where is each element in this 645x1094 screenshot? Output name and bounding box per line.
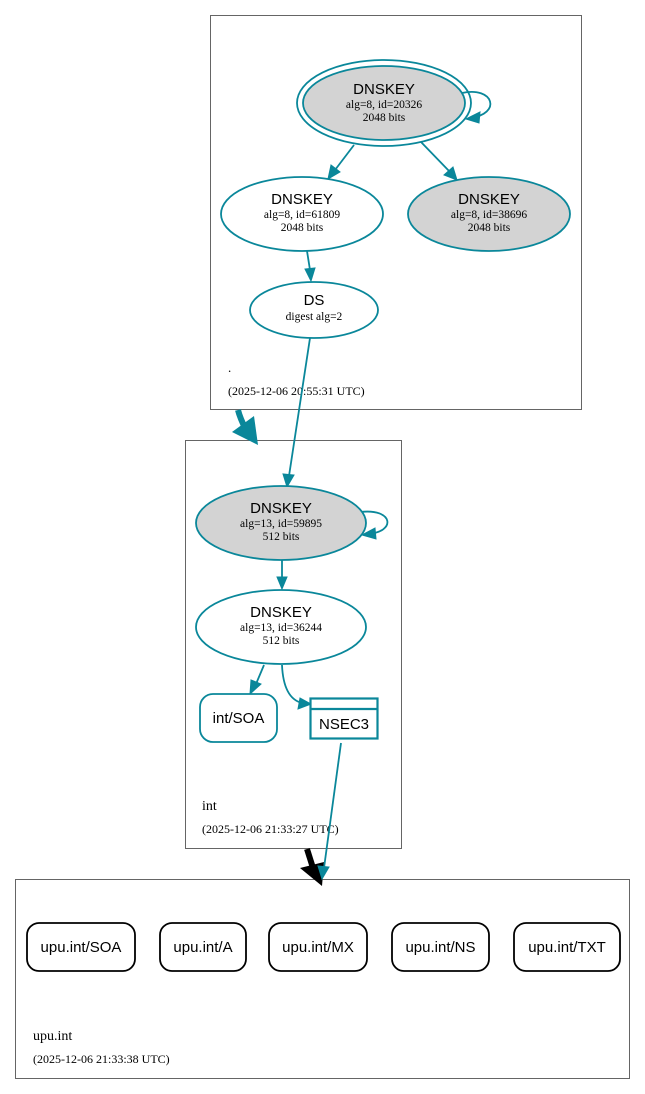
edge-root-ksk-zsk1	[334, 144, 355, 171]
zone-root-timestamp: (2025-12-06 20:55:31 UTC)	[228, 384, 365, 398]
node-root-ksk-line1: alg=8, id=20326	[346, 99, 422, 111]
node-root-zsk2-title: DNSKEY	[458, 191, 520, 208]
node-upu-a-label: upu.int/A	[173, 939, 232, 956]
zone-upu-timestamp: (2025-12-06 21:33:38 UTC)	[33, 1052, 170, 1066]
node-root-zsk2-line2: 2048 bits	[468, 222, 511, 234]
edge-root-ksk-zsk2	[420, 141, 451, 173]
node-root-zsk2-line1: alg=8, id=38696	[451, 209, 527, 221]
arrowhead-int-zsk-nsec3	[297, 697, 313, 710]
node-root-zsk1-line1: alg=8, id=61809	[264, 209, 340, 221]
node-upu-soa[interactable]: upu.int/SOA	[26, 922, 136, 972]
node-upu-soa-label: upu.int/SOA	[41, 939, 122, 956]
arrowhead-int-ksk-self	[360, 527, 377, 540]
zone-int-timestamp: (2025-12-06 21:33:27 UTC)	[202, 822, 339, 836]
node-root-zsk1-title: DNSKEY	[271, 191, 333, 208]
node-int-ksk-title: DNSKEY	[250, 500, 312, 517]
node-int-soa-label: int/SOA	[213, 710, 265, 727]
delegation-arrow-int-to-upu	[300, 848, 324, 886]
node-upu-txt-label: upu.int/TXT	[528, 939, 606, 956]
node-int-ksk[interactable]: DNSKEY alg=13, id=59895 512 bits	[195, 485, 367, 561]
node-int-nsec3-label: NSEC3	[319, 716, 369, 733]
node-upu-ns[interactable]: upu.int/NS	[391, 922, 490, 972]
node-upu-mx[interactable]: upu.int/MX	[268, 922, 368, 972]
arrowhead-root-zsk1-ds	[304, 267, 316, 283]
node-int-ksk-line2: 512 bits	[263, 531, 300, 543]
node-int-zsk-title: DNSKEY	[250, 604, 312, 621]
node-root-ksk-line2: 2048 bits	[363, 112, 406, 124]
delegation-arrow-root-to-int	[232, 409, 258, 445]
zone-root-name: .	[228, 360, 231, 375]
arrowhead-int-ksk-zsk	[276, 576, 288, 591]
node-upu-txt[interactable]: upu.int/TXT	[513, 922, 621, 972]
node-root-ksk-title: DNSKEY	[353, 81, 415, 98]
arrowhead-ds-int-ksk	[282, 473, 295, 489]
node-root-ds-title: DS	[304, 292, 325, 309]
node-int-nsec3[interactable]: NSEC3	[309, 697, 379, 740]
node-upu-ns-label: upu.int/NS	[405, 939, 475, 956]
edge-int-zsk-soa	[255, 664, 265, 685]
arrowhead-nsec3-upu	[317, 865, 330, 881]
node-upu-a[interactable]: upu.int/A	[159, 922, 247, 972]
arrowhead-root-ksk-zsk1	[327, 164, 341, 181]
edge-ds-int-ksk	[288, 337, 311, 477]
node-int-zsk-line2: 512 bits	[263, 635, 300, 647]
arrowhead-root-ksk-self	[464, 111, 481, 124]
arrowhead-root-ksk-zsk2	[443, 166, 458, 181]
arrowhead-int-zsk-soa	[249, 679, 262, 696]
zone-upu-box	[15, 879, 630, 1079]
node-int-ksk-line1: alg=13, id=59895	[240, 518, 322, 530]
node-int-soa[interactable]: int/SOA	[199, 693, 278, 743]
node-int-zsk[interactable]: DNSKEY alg=13, id=36244 512 bits	[195, 589, 367, 665]
node-root-ds-line1: digest alg=2	[286, 311, 343, 323]
edge-root-zsk1-ds	[306, 250, 311, 271]
node-root-zsk1[interactable]: DNSKEY alg=8, id=61809 2048 bits	[220, 176, 384, 252]
node-upu-mx-label: upu.int/MX	[282, 939, 354, 956]
edge-nsec3-upu	[323, 742, 342, 869]
zone-int-name: int	[202, 799, 217, 814]
node-root-zsk2[interactable]: DNSKEY alg=8, id=38696 2048 bits	[407, 176, 571, 252]
node-root-ksk[interactable]: DNSKEY alg=8, id=20326 2048 bits	[296, 59, 472, 147]
node-root-zsk1-line2: 2048 bits	[281, 222, 324, 234]
edges	[249, 90, 492, 881]
zone-upu-name: upu.int	[33, 1029, 72, 1044]
node-int-zsk-line1: alg=13, id=36244	[240, 622, 322, 634]
node-root-ds[interactable]: DS digest alg=2	[249, 281, 379, 339]
